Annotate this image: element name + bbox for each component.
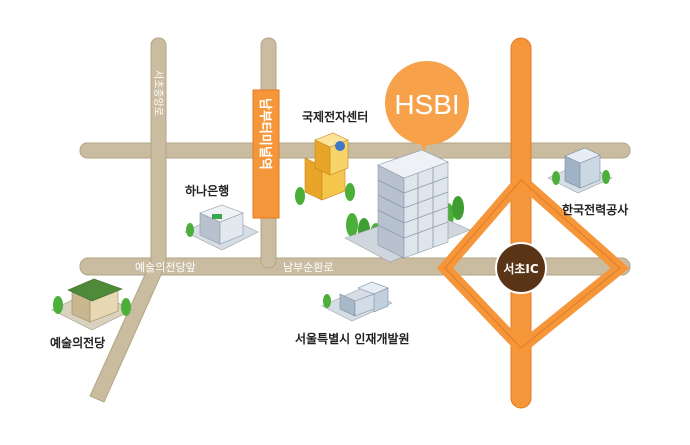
nambu-terminal-station: 남부터미널역 xyxy=(252,89,280,219)
ic-label: 서초IC xyxy=(503,261,539,276)
hsbi-label: HSBI xyxy=(394,89,459,120)
hrd-institute-label: 서울특별시 인재개발원 xyxy=(295,331,410,346)
hsbi-marker: HSBI xyxy=(385,61,469,145)
upper-horizontal-road xyxy=(79,142,631,159)
hana-bank-building xyxy=(184,204,259,251)
hsbi-building xyxy=(344,136,471,263)
station-box xyxy=(252,89,280,219)
ic-circle xyxy=(495,242,547,294)
expressway xyxy=(436,37,630,409)
international-electronics-center xyxy=(295,132,355,205)
hana-bank-label: 하나은행 xyxy=(185,183,229,198)
arts-center-label: 예술의전당 xyxy=(50,335,105,350)
diagonal-road xyxy=(89,267,165,403)
nambusunhwan-road-label: 남부순환로 xyxy=(283,261,334,274)
kepco-building xyxy=(547,147,613,194)
nambusunhwan-road xyxy=(79,257,631,276)
international-electronics-label: 국제전자센터 xyxy=(302,109,368,124)
yesul-road-label: 예술의전당앞 xyxy=(135,261,196,274)
seochojungang-road-label: 서초중앙로 xyxy=(152,70,164,116)
expressway-main xyxy=(510,37,532,409)
ramp-diamond-edge xyxy=(444,179,621,349)
station-label: 남부터미널역 xyxy=(257,98,273,170)
arts-center-building xyxy=(51,278,133,331)
seocho-ic: 서초IC xyxy=(495,242,547,294)
kepco-label: 한국전력공사 xyxy=(562,202,628,217)
hrd-institute-building xyxy=(321,281,393,322)
hsbi-circle xyxy=(385,61,469,145)
